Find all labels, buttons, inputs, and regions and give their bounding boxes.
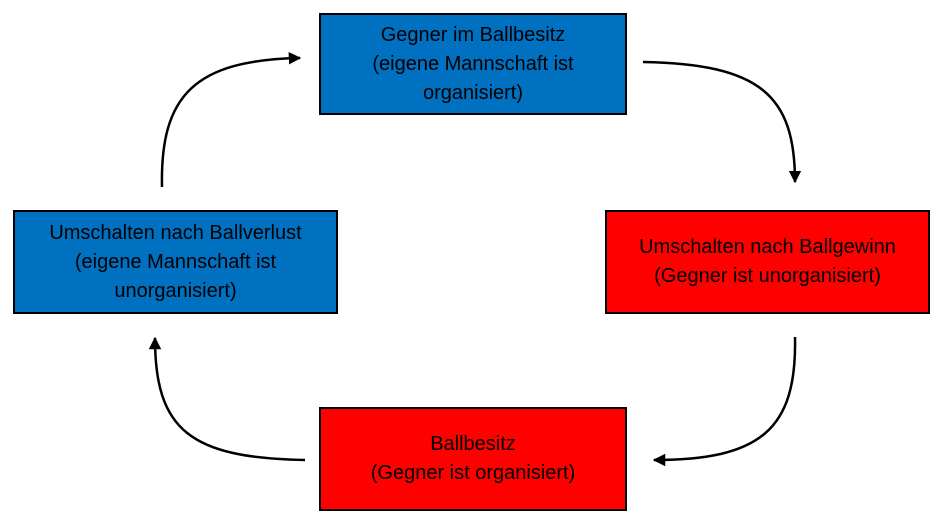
box-transition-after-ball-loss-line2: (eigene Mannschaft ist xyxy=(74,250,277,273)
box-transition-after-ball-loss-line1: Umschalten nach Ballverlust xyxy=(49,221,302,244)
box-transition-after-ball-loss: Umschalten nach Ballverlust (eigene Mann… xyxy=(13,210,338,314)
arrow-top-to-right xyxy=(642,60,802,184)
box-own-possession-line2: (Gegner ist organisiert) xyxy=(370,462,576,484)
arrow-right-to-bottom xyxy=(652,336,797,467)
box-opponent-possession-line2: (eigene Mannschaft ist xyxy=(372,52,574,75)
box-own-possession: Ballbesitz (Gegner ist organisiert) xyxy=(319,407,627,511)
box-opponent-possession-line3: organisiert) xyxy=(422,81,524,104)
box-transition-after-ball-win-line2: (Gegner ist unorganisiert) xyxy=(654,265,881,287)
box-transition-after-ball-win-line1: Umschalten nach Ballgewinn xyxy=(639,236,896,258)
box-opponent-possession: Gegner im Ballbesitz (eigene Mannschaft … xyxy=(319,13,627,115)
box-transition-after-ball-win: Umschalten nach Ballgewinn (Gegner ist u… xyxy=(605,210,930,314)
box-transition-after-ball-loss-line3: unorganisiert) xyxy=(114,279,237,302)
box-own-possession-line1: Ballbesitz xyxy=(430,433,516,455)
arrow-left-to-top xyxy=(160,51,302,188)
box-opponent-possession-line1: Gegner im Ballbesitz xyxy=(380,23,566,46)
arrow-bottom-to-left xyxy=(148,336,306,462)
